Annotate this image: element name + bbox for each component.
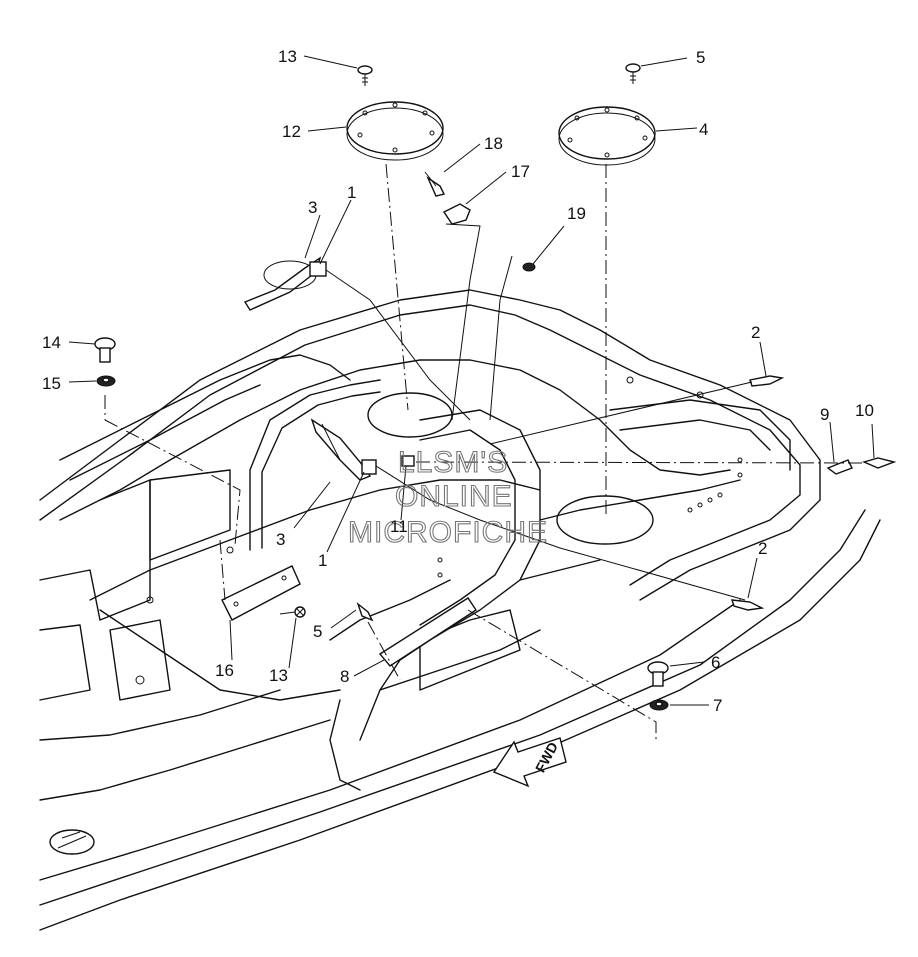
rivet-2-bottom <box>730 599 765 611</box>
washer-7 <box>649 699 669 711</box>
watermark-line-2: ONLINE <box>395 480 513 513</box>
rivet-18 <box>424 171 446 197</box>
leader-lines <box>68 55 875 706</box>
callout-17: 17 <box>511 162 530 181</box>
grommet-19 <box>522 262 536 272</box>
watermark-line-3: MICROFICHE <box>348 516 548 549</box>
callout-13-bottom: 13 <box>269 666 288 685</box>
bolt-14 <box>94 337 116 363</box>
screw-5-top <box>625 63 641 84</box>
callout-2-top: 2 <box>751 323 760 342</box>
callout-labels: 13 5 12 4 18 17 3 1 19 14 15 2 9 10 11 3… <box>42 47 874 715</box>
bolt-6 <box>647 661 669 687</box>
callout-9: 9 <box>820 405 829 424</box>
callout-2-bottom: 2 <box>758 539 767 558</box>
band-1-bottom <box>361 459 377 475</box>
callout-13-top: 13 <box>278 47 297 66</box>
nut-11 <box>401 455 415 467</box>
center-lines <box>104 163 865 740</box>
plate-16 <box>221 565 301 621</box>
screw-13-bottom <box>279 606 306 618</box>
watermark-line-1: LLSM'S <box>398 446 508 479</box>
callout-3-bottom: 3 <box>276 530 285 549</box>
callout-15: 15 <box>42 374 61 393</box>
hatch-cover-12 <box>346 101 444 161</box>
callout-6: 6 <box>711 653 720 672</box>
callout-19: 19 <box>567 204 586 223</box>
clip-9 <box>826 459 853 475</box>
callout-12: 12 <box>282 122 301 141</box>
callout-1-bottom: 1 <box>318 551 327 570</box>
washer-15 <box>96 375 116 387</box>
callout-11: 11 <box>390 517 408 536</box>
hull-outline <box>39 289 881 931</box>
callout-14: 14 <box>42 333 61 352</box>
rivet-2-top <box>749 375 785 387</box>
callout-8: 8 <box>340 667 349 686</box>
clip-17 <box>442 203 471 225</box>
strap-3-bottom <box>310 418 372 481</box>
callout-5-top: 5 <box>696 48 705 67</box>
hatch-cover-4 <box>558 106 656 166</box>
callout-10: 10 <box>855 401 874 420</box>
rivet-10 <box>861 457 897 469</box>
fwd-direction-arrow: FWD <box>492 737 567 788</box>
screw-13-top <box>357 65 373 86</box>
callout-18: 18 <box>484 134 503 153</box>
callout-3-top: 3 <box>308 198 317 217</box>
screw-5-bottom <box>356 601 374 622</box>
watermark: LLSM'S ONLINE MICROFICHE <box>347 445 548 549</box>
callout-5-bottom: 5 <box>313 622 322 641</box>
callout-4: 4 <box>699 120 708 139</box>
callout-16: 16 <box>215 661 234 680</box>
strap-3-top <box>243 256 322 311</box>
band-1-top <box>309 261 327 277</box>
callout-7: 7 <box>713 696 722 715</box>
callout-1-top: 1 <box>347 183 356 202</box>
plate-8 <box>378 597 477 667</box>
